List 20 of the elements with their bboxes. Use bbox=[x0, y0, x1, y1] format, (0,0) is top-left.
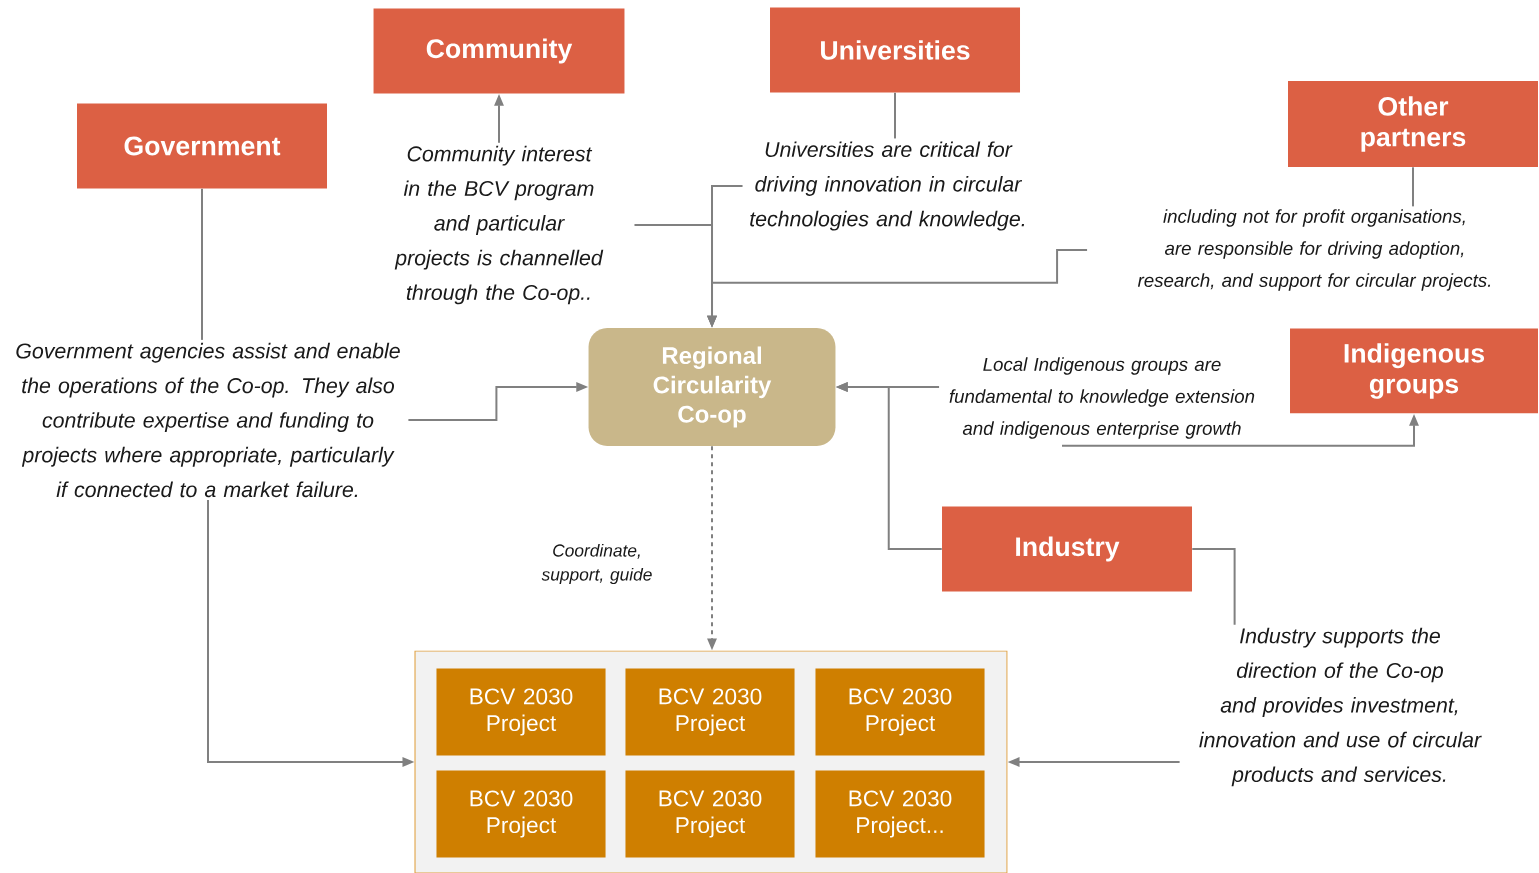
stakeholder-box: Indigenous groups bbox=[1290, 328, 1538, 414]
project-box: BCV 2030 Project bbox=[625, 668, 795, 756]
stakeholder-box: Government bbox=[77, 103, 327, 189]
description-text: including not for profit organisations, are responsible for driving adoption, research, and support for circular projects. bbox=[1137, 209, 1491, 291]
description-text: Local Indigenous groups are fundamental to knowledge extension and indigenous enterprise growth bbox=[949, 357, 1255, 439]
project-box: BCV 2030 Project bbox=[436, 668, 606, 756]
description-text: Industry supports the direction of the Co-op and provides investment, innovation and use of circular products and services. bbox=[1199, 627, 1482, 787]
project-box: BCV 2030 Project bbox=[436, 770, 606, 858]
stakeholder-box: Other partners bbox=[1288, 81, 1538, 167]
description-text: Government agencies assist and enable the operations of the Co-op. They also contribute expertise and funding to projects where appropriate, particularly if connected to a market failure. bbox=[16, 342, 400, 498]
project-box: BCV 2030 Project bbox=[625, 770, 795, 858]
stakeholder-box: Community bbox=[373, 8, 625, 94]
project-box: BCV 2030 Project... bbox=[815, 770, 985, 858]
stakeholder-box: Universities bbox=[770, 7, 1020, 93]
edge-label: Coordinate, support, guide bbox=[541, 543, 652, 585]
hub-box: Regional Circularity Co-op bbox=[588, 328, 836, 446]
project-box: BCV 2030 Project bbox=[815, 668, 985, 756]
stakeholder-box: Industry bbox=[942, 506, 1192, 592]
description-text: Universities are critical for driving innovation in circular technologies and knowledge. bbox=[750, 141, 1025, 231]
description-text: Community interest in the BCV program and particular projects is channelled through the Co-op.. bbox=[394, 145, 604, 305]
